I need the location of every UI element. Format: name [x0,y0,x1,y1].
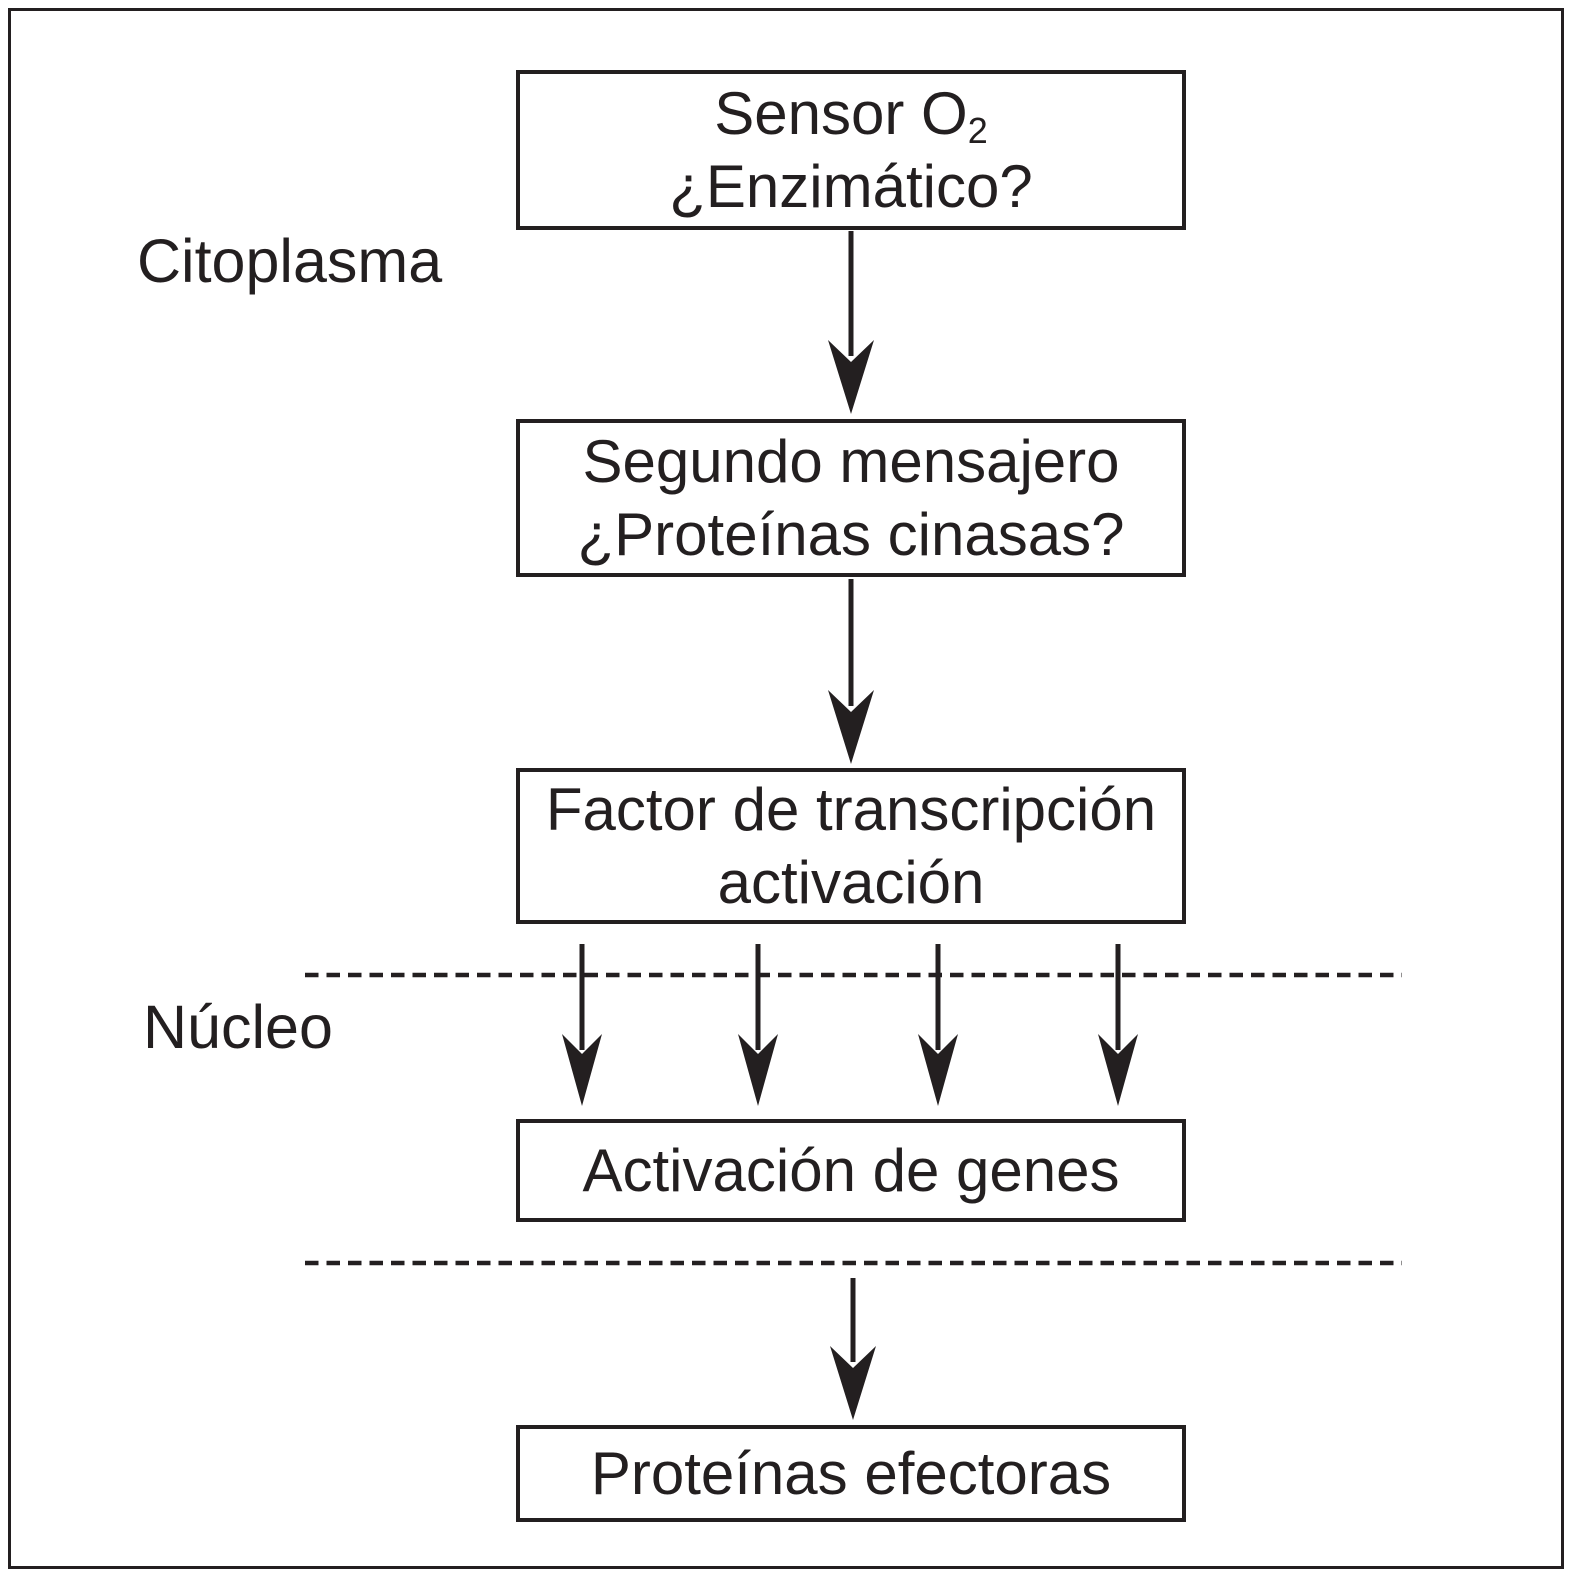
node-oxygen-sensor: Sensor O2 ¿Enzimático? [516,70,1186,230]
node-transcription-factor-line1: Factor de transcripción [545,776,1157,843]
node-gene-activation-label: Activación de genes [582,1137,1120,1204]
node-oxygen-sensor-line1: Sensor O2 [714,77,987,150]
nucleus-region-label: Núcleo [143,993,333,1061]
oxygen-subscript: 2 [967,110,988,151]
outer-border [8,8,1564,1569]
node-effector-proteins: Proteínas efectoras [516,1425,1186,1522]
node-oxygen-sensor-line1-text: Sensor O [714,80,968,147]
node-gene-activation: Activación de genes [516,1119,1186,1222]
cytoplasm-region-label: Citoplasma [137,227,443,295]
node-second-messenger-line2: ¿Proteínas cinasas? [577,501,1125,568]
node-transcription-factor-line2: activación [717,849,985,916]
node-oxygen-sensor-line2: ¿Enzimático? [669,153,1033,220]
node-second-messenger: Segundo mensajero ¿Proteínas cinasas? [516,419,1186,577]
node-second-messenger-line1: Segundo mensajero [582,428,1120,495]
node-effector-proteins-label: Proteínas efectoras [590,1440,1112,1507]
node-transcription-factor: Factor de transcripción activación [516,768,1186,924]
